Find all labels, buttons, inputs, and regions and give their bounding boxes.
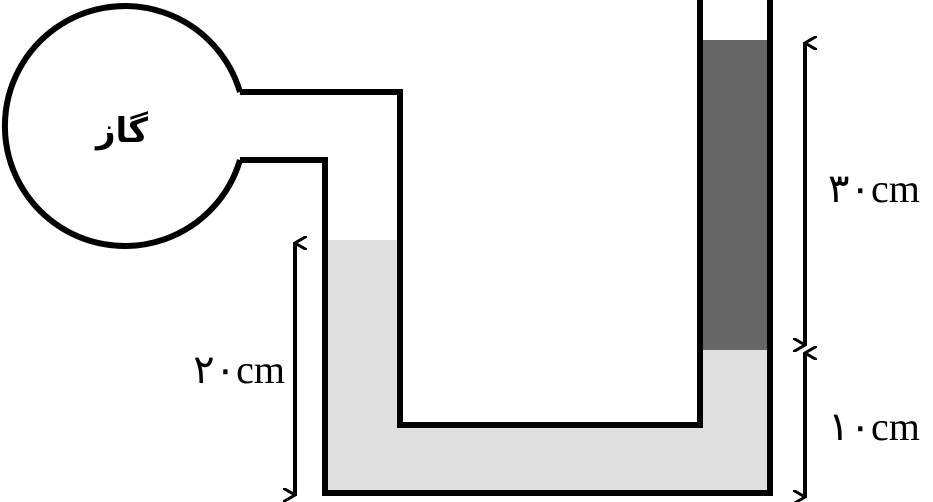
tube-inner-wall [238, 0, 703, 428]
gas-label: گاز [94, 111, 148, 151]
right-height-label: ۱۰cm [828, 404, 920, 449]
gas-bulb [1, 3, 243, 249]
dark-liquid-column [703, 40, 767, 350]
left-height-label: ۲۰cm [193, 347, 285, 392]
dark-column-label: ۳۰cm [828, 166, 920, 211]
light-liquid [328, 240, 767, 490]
tube-outer-wall [238, 0, 773, 496]
